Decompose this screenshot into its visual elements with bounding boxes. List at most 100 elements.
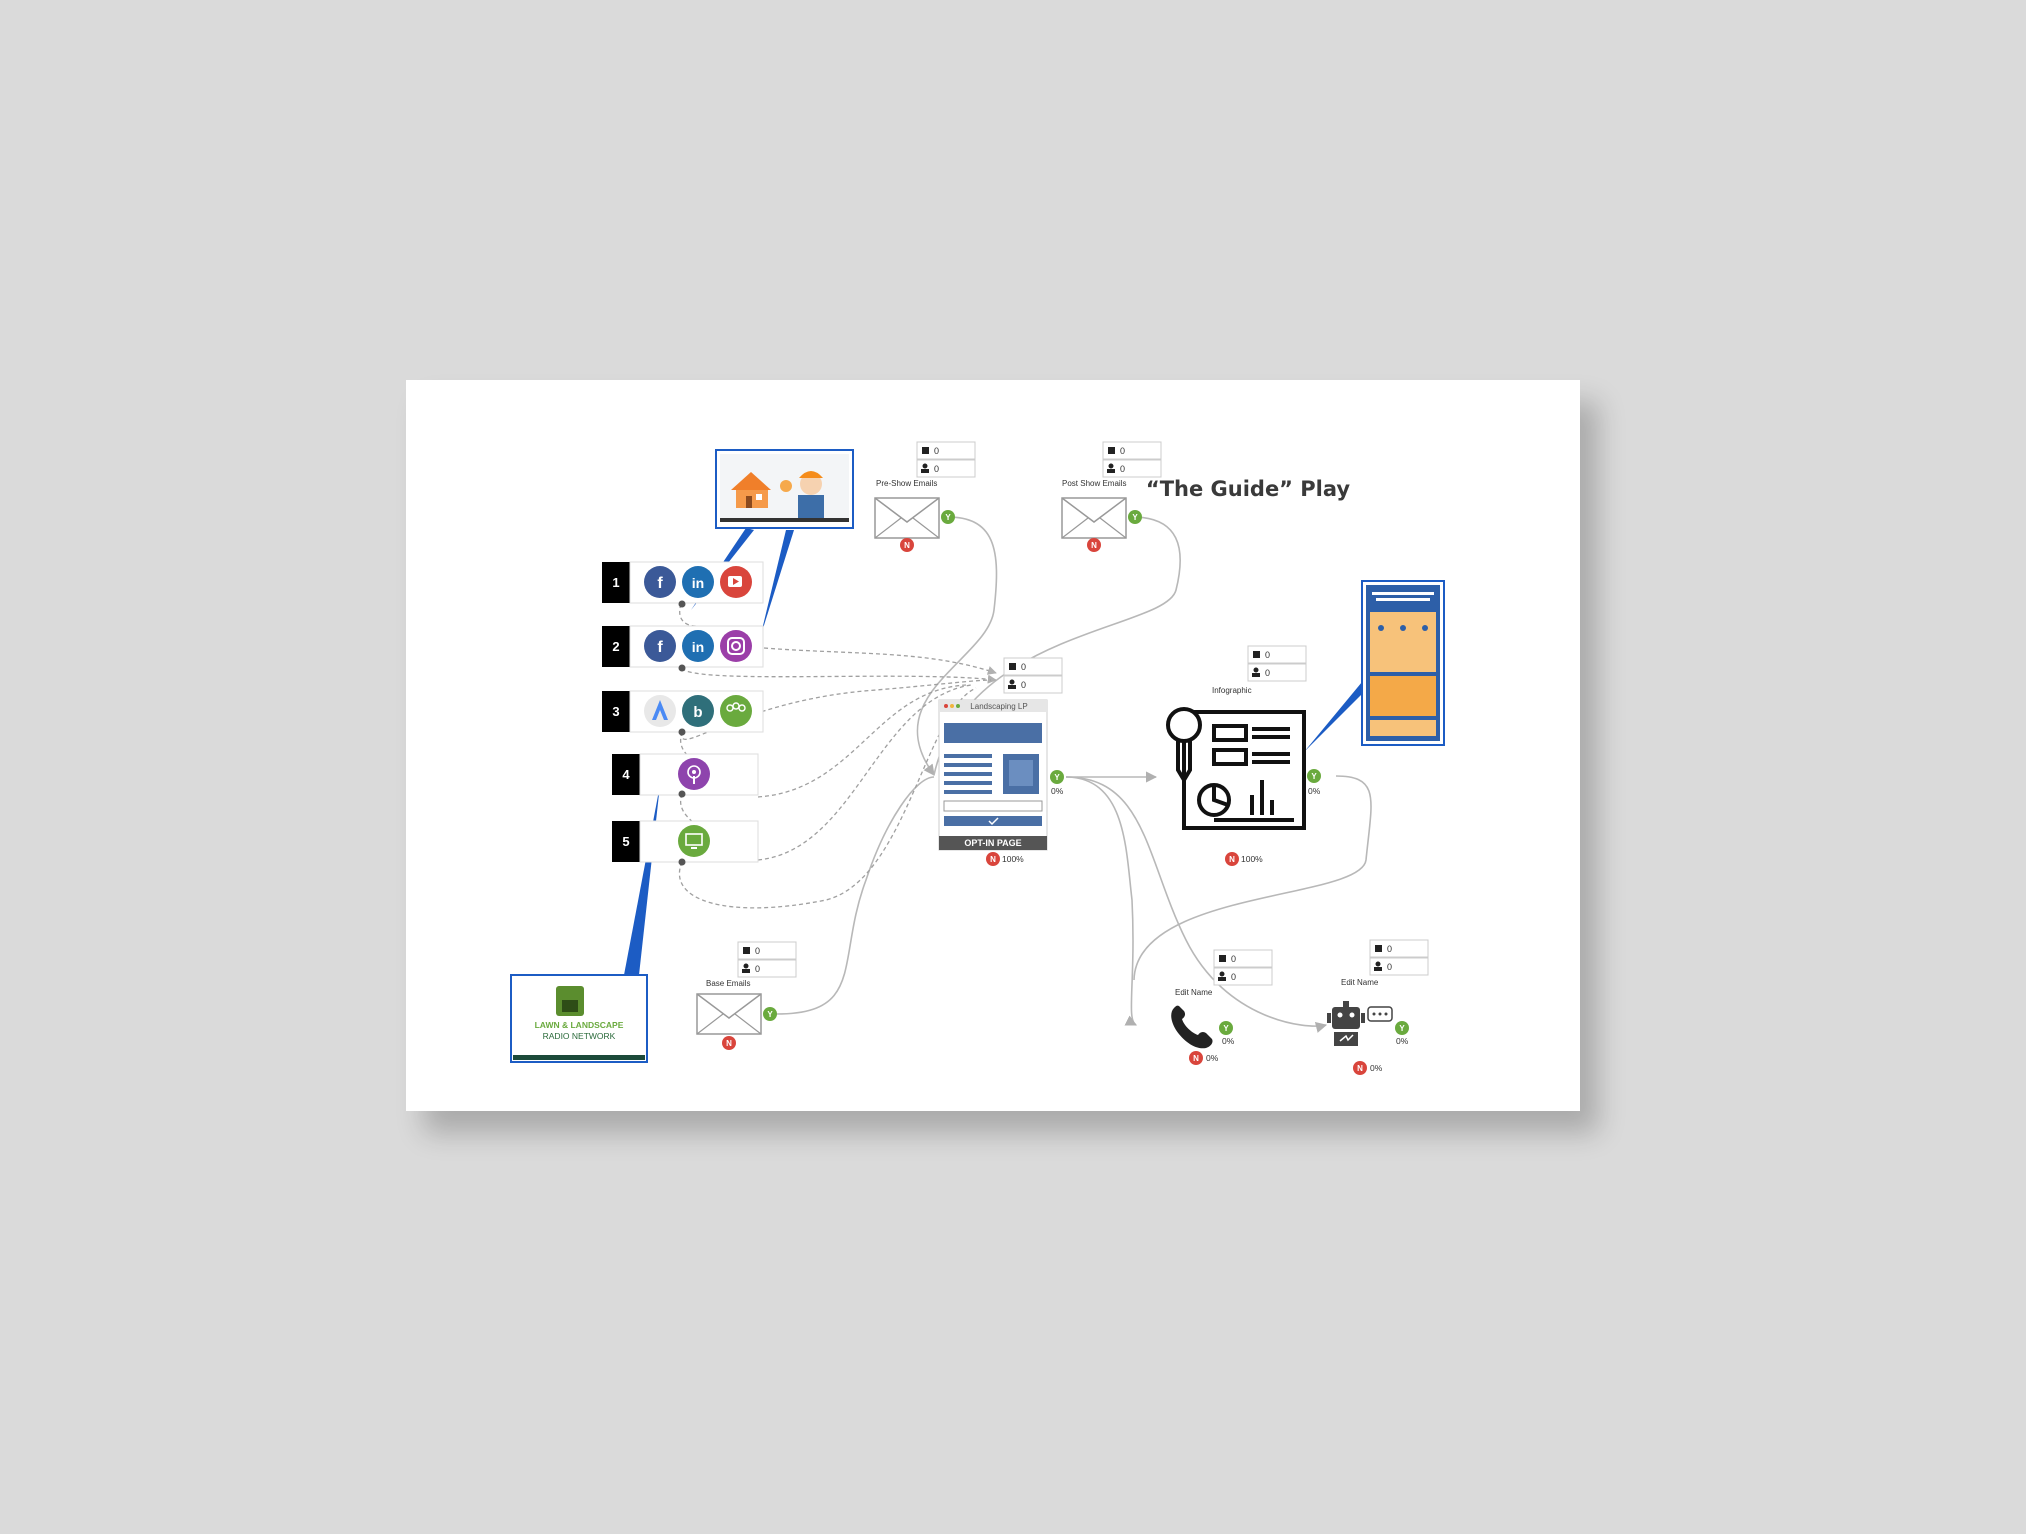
phone-people-count: 0 [1231,972,1236,982]
lp-people-count: 0 [1021,680,1026,690]
connector-preshow-to-lp [916,516,998,776]
phone-call-node[interactable]: 0 0 Edit Name Y 0% N 0% [1171,949,1273,1065]
svg-text:Y: Y [767,1010,773,1019]
infographic-label: Infographic [1212,686,1252,695]
no-badge[interactable] [722,1036,736,1050]
yes-badge[interactable] [1128,510,1142,524]
video-thumbnail[interactable] [715,449,854,529]
post-show-people-count: 0 [1120,464,1125,474]
infographic-callout-wedge [1304,682,1362,752]
base-people-count: 0 [755,964,760,974]
checkbox-icon [1375,945,1382,952]
dashed-s4-lp [757,684,967,798]
svg-text:in: in [692,639,704,655]
facebook-icon[interactable] [644,566,676,598]
phone-icon [1171,1005,1213,1049]
svg-text:f: f [657,575,663,592]
svg-text:b: b [693,704,702,721]
infographic-thumbnail[interactable] [1361,580,1445,746]
chatbot-node[interactable]: 0 0 Edit Name Y 0% N 0% [1327,939,1429,1075]
no-badge[interactable] [900,538,914,552]
radio-network-logo[interactable]: LAWN & LANDSCAPE RADIO NETWORK [510,974,648,1063]
svg-text:f: f [657,639,663,656]
svg-text:N: N [726,1039,732,1048]
no-badge[interactable] [1225,852,1239,866]
no-badge[interactable] [1353,1061,1367,1075]
connector-postshow-to-lp [933,516,1181,776]
diagram-card: “The Guide” Play [406,380,1580,1111]
phone-label: Edit Name [1175,988,1213,997]
yes-badge[interactable] [1050,770,1064,784]
community-icon[interactable] [720,695,752,727]
dashed-s2-lp [763,647,997,675]
infographic-node[interactable]: 0 0 Infographic Y 0% N 100% [1166,645,1321,866]
svg-text:N: N [904,541,910,550]
checkbox-icon [1009,663,1016,670]
facebook-icon[interactable] [644,630,676,662]
pre-show-label: Pre-Show Emails [876,479,937,488]
dashed-connectors [678,603,997,909]
pre-show-people-count: 0 [934,464,939,474]
svg-text:N: N [1229,855,1235,864]
pre-show-checked-count: 0 [934,446,939,456]
chatbot-icon [1327,1001,1393,1046]
envelope-icon [696,993,762,1035]
source-row-5[interactable]: 5 [612,820,759,866]
connector-lp-to-phone [1065,776,1137,1026]
yes-badge[interactable] [941,510,955,524]
instagram-icon[interactable] [720,630,752,662]
yes-badge[interactable] [763,1007,777,1021]
svg-text:N: N [990,855,996,864]
landing-page-node[interactable]: 0 0 Landscaping LP OPT-IN PAGE Y 0% N 10… [938,657,1064,866]
radio-logo-line1: LAWN & LANDSCAPE [535,1020,624,1030]
bing-icon[interactable] [682,695,714,727]
base-emails-label: Base Emails [706,979,750,988]
checkbox-icon [743,947,750,954]
checkbox-icon [1108,447,1115,454]
pre-show-emails-node[interactable]: 0 0 Pre-Show Emails Y N [874,441,976,552]
post-show-checked-count: 0 [1120,446,1125,456]
source-row-1[interactable]: 1 f in [602,561,764,608]
envelope-icon [874,497,940,539]
no-badge[interactable] [986,852,1000,866]
person-icon [922,463,928,469]
video-callout-wedge-2 [760,530,794,638]
source-number: 5 [622,834,629,849]
infographic-icon [1166,707,1306,830]
chatbot-label: Edit Name [1341,978,1379,987]
webinar-icon[interactable] [678,825,710,857]
svg-text:N: N [1193,1054,1199,1063]
phone-checked-count: 0 [1231,954,1236,964]
person-icon [1375,961,1381,967]
svg-text:Y: Y [1054,773,1060,782]
post-show-emails-node[interactable]: 0 0 Post Show Emails Y N [1061,441,1162,552]
yes-badge[interactable] [1219,1021,1233,1035]
dashed-s4-s5 [680,793,697,826]
dashed-s5-lp [757,684,972,861]
connector-lp-to-chatbot [1065,776,1328,1033]
lp-no-pct: 100% [1002,854,1024,864]
lp-checked-count: 0 [1021,662,1026,672]
linkedin-icon[interactable] [682,630,714,662]
source-number: 4 [622,767,630,782]
no-badge[interactable] [1087,538,1101,552]
svg-text:Y: Y [1399,1024,1405,1033]
chatbot-yes-pct: 0% [1396,1036,1409,1046]
google-ads-icon[interactable] [644,695,676,727]
base-emails-node[interactable]: 0 0 Base Emails Y N [696,941,797,1050]
connector-base-to-lp [775,776,935,1015]
infographic-people-count: 0 [1265,668,1270,678]
source-row-3[interactable]: 3 b [602,690,764,736]
person-icon [1009,679,1015,685]
source-row-4[interactable]: 4 [612,753,759,798]
svg-text:Y: Y [945,513,951,522]
source-row-2[interactable]: 2 f in [602,625,764,672]
yes-badge[interactable] [1395,1021,1409,1035]
yes-badge[interactable] [1307,769,1321,783]
diagram-title: “The Guide” Play [1146,477,1351,501]
linkedin-icon[interactable] [682,566,714,598]
infographic-no-pct: 100% [1241,854,1263,864]
no-badge[interactable] [1189,1051,1203,1065]
connector-infographic-to-phone [1133,775,1372,981]
checkbox-icon [922,447,929,454]
